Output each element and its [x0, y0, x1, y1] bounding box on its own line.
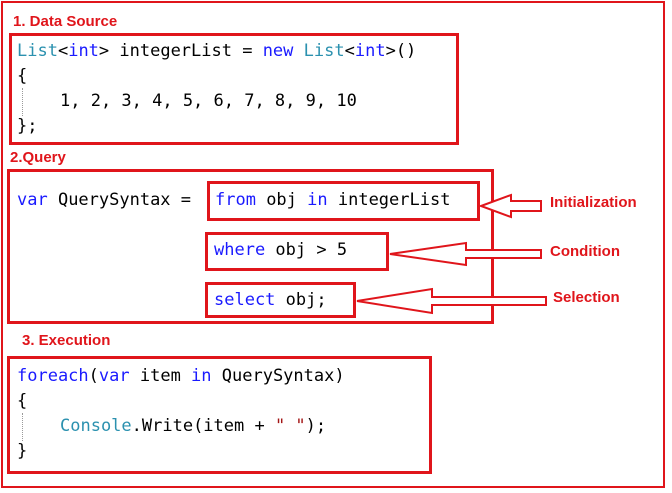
select-clause-box	[205, 282, 356, 318]
where-clause-box	[205, 232, 389, 271]
code-query-var: var QuerySyntax =	[17, 190, 192, 210]
indent-guide-exec	[22, 413, 23, 441]
data-source-box	[9, 33, 459, 145]
indent-guide	[22, 88, 23, 116]
code-exec-close-brace: }	[17, 441, 28, 461]
label-condition: Condition	[550, 243, 620, 260]
heading-data-source: 1. Data Source	[13, 13, 118, 30]
code-select-clause: select obj;	[214, 290, 327, 310]
label-initialization: Initialization	[550, 194, 637, 211]
code-where-clause: where obj > 5	[214, 240, 348, 260]
outer-frame	[1, 1, 665, 488]
code-close-brace: };	[17, 116, 38, 136]
code-console-write: Console.Write(item + " ");	[60, 416, 327, 436]
from-clause-box	[207, 181, 480, 221]
code-line-list-declaration: List<int> integerList = new List<int>()	[17, 41, 417, 61]
execution-box	[7, 356, 432, 474]
condition-arrow	[389, 241, 542, 267]
selection-arrow	[356, 287, 547, 315]
code-open-brace: {	[17, 66, 28, 86]
query-box	[7, 169, 494, 324]
heading-query: 2.Query	[10, 149, 66, 166]
heading-execution: 3. Execution	[22, 332, 111, 349]
code-exec-open-brace: {	[17, 391, 28, 411]
code-values: 1, 2, 3, 4, 5, 6, 7, 8, 9, 10	[60, 91, 357, 111]
initialization-arrow	[478, 193, 542, 219]
code-foreach: foreach(var item in QuerySyntax)	[17, 366, 345, 386]
code-from-clause: from obj in integerList	[215, 190, 451, 210]
label-selection: Selection	[553, 289, 620, 306]
